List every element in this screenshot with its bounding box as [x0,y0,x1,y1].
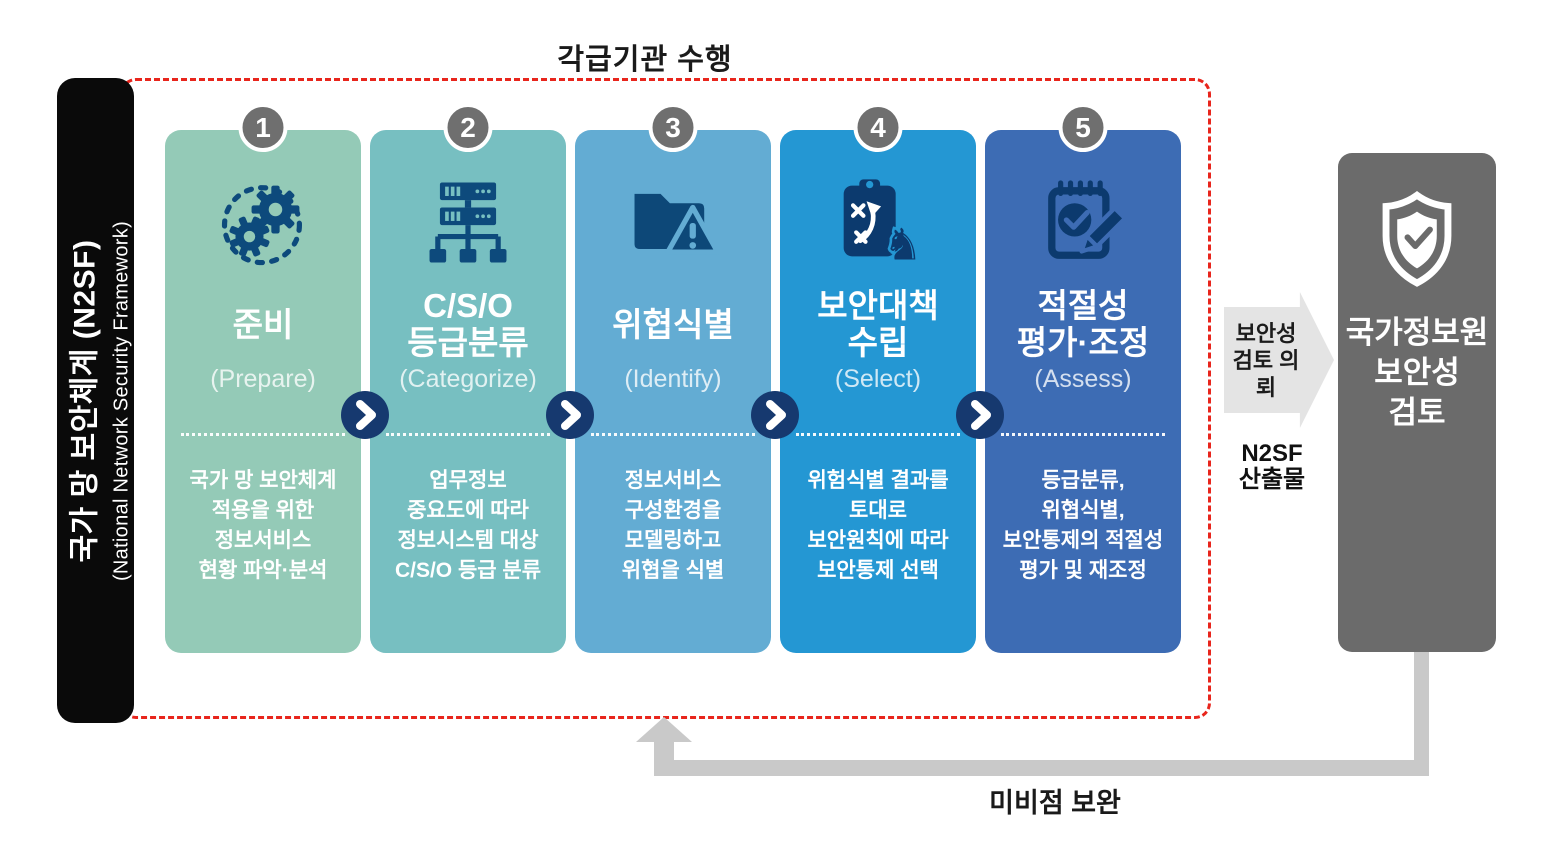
process-steps: 1 [165,103,1181,653]
text-line: 위험식별 결과를 [807,469,949,492]
step-description: 등급분류, 위협식별, 보안통제의 적절성 평가 및 재조정 [989,466,1177,586]
text-line: 보안통제 선택 [817,559,939,582]
framework-title-korean: 국가 망 보안체계 (N2SF) [67,239,101,562]
text-line: 준비 [232,305,294,343]
step-card-select: 4 ♞ 보안대책 수립 (Select) 위험식별 결과를 토대로 보안원칙에 … [780,103,976,653]
folder-warning-icon [634,193,721,255]
step-title: C/S/O 등급분류 [370,286,566,362]
svg-text:♞: ♞ [883,219,922,270]
step-subtitle: (Categorize) [399,365,537,393]
text-line: 보안통제의 적절성 [1002,529,1164,552]
nis-security-review-box: 국가정보원 보안성 검토 [1338,153,1496,652]
feedback-arrow-shaft [654,741,674,763]
card-divider [796,433,960,436]
text-line: 중요도에 따라 [407,499,529,522]
framework-banner: 국가 망 보안체계 (N2SF) (National Network Secur… [57,78,134,723]
step-number-badge: 2 [443,103,493,152]
step-subtitle: (Identify) [624,365,722,393]
step-subtitle: (Assess) [1034,365,1132,393]
text-line: 평가·조정 [1016,324,1150,361]
text-line: C/S/O [423,287,513,324]
checklist-pencil-icon [1048,180,1127,259]
card-divider [1001,433,1165,436]
step-title: 적절성 평가·조정 [985,286,1181,362]
text-line: 위협식별, [1041,499,1125,522]
text-line: 국가정보원 [1345,315,1489,350]
text-line: 산출물 [1238,466,1306,493]
step-title: 위협식별 [575,286,771,362]
step-subtitle: (Prepare) [210,365,316,393]
step-card-prepare: 1 [165,103,361,653]
text-line: 정보시스템 대상 [397,529,539,552]
step-number-badge: 4 [853,103,903,152]
step-number-badge: 1 [238,103,288,152]
text-line: 위협식별 [612,305,734,343]
step-subtitle: (Select) [834,365,922,393]
text-line: 현황 파악·분석 [198,559,328,582]
n2sf-deliverable-label: N2SF 산출물 [1220,441,1324,493]
chevron-right-icon [956,391,1004,439]
feedback-label: 미비점 보완 [989,788,1121,818]
text-line: 토대로 [849,499,907,522]
card-divider [181,433,345,436]
step-card-categorize: 2 C/S/O [370,103,566,653]
text-line: 수립 [847,324,909,361]
chevron-right-icon [751,391,799,439]
text-line: 적용을 위한 [211,499,315,522]
gears-icon [221,185,302,266]
diagram-scope-title: 각급기관 수행 [557,44,733,76]
chevron-right-icon [546,391,594,439]
text-line: 등급분류, [1041,469,1125,492]
text-line: 보안원칙에 따라 [807,529,949,552]
step-description: 위험식별 결과를 토대로 보안원칙에 따라 보안통제 선택 [784,466,972,586]
text-line: 정보서비스 [624,469,722,492]
step-card-identify: 3 위협식별 (Identify) 정보서비스 구성환경을 모델링하고 위협을 … [575,103,771,653]
text-line: 정보서비스 [214,529,312,552]
text-line: 위협을 식별 [621,559,725,582]
shield-check-icon [1382,191,1452,287]
step-description: 국가 망 보안체계 적용을 위한 정보서비스 현황 파악·분석 [169,466,357,586]
text-line: 등급분류 [407,324,529,361]
text-line: 국가 망 보안체계 [189,469,337,492]
step-card-assess: 5 적절성 평가·조정 [985,103,1181,653]
framework-title-english: (National Network Security Framework) [109,220,132,581]
text-line: 검토 의뢰 [1232,347,1300,400]
handoff-arrow-label: 보안성 검토 의뢰 [1224,292,1308,428]
card-divider [386,433,550,436]
step-title: 보안대책 수립 [780,286,976,362]
text-line: 적절성 [1037,287,1129,324]
text-line: 보안대책 [817,287,939,324]
step-description: 정보서비스 구성환경을 모델링하고 위협을 식별 [579,466,767,586]
review-box-title: 국가정보원 보안성 검토 [1338,313,1496,433]
text-line: 보안성 [1235,320,1297,346]
step-title: 준비 [165,286,361,362]
card-divider [591,433,755,436]
server-network-icon [429,182,507,263]
text-line: N2SF [1241,440,1303,467]
framework-banner-text: 국가 망 보안체계 (N2SF) (National Network Secur… [57,78,134,723]
feedback-arrow-horizontal [654,760,1429,776]
feedback-arrow-vertical [1414,652,1429,776]
text-line: 평가 및 재조정 [1019,559,1147,582]
text-line: C/S/O 등급 분류 [394,559,542,582]
strategy-clipboard-icon: ♞ [843,179,925,273]
text-line: 구성환경을 [624,499,722,522]
step-number-badge: 3 [648,103,698,152]
feedback-arrowhead-icon [636,717,692,742]
chevron-right-icon [341,391,389,439]
text-line: 보안성 [1374,355,1460,390]
text-line: 모델링하고 [624,529,722,552]
text-line: 업무정보 [429,469,507,492]
step-description: 업무정보 중요도에 따라 정보시스템 대상 C/S/O 등급 분류 [374,466,562,586]
text-line: 검토 [1388,395,1446,430]
step-number-badge: 5 [1058,103,1108,152]
